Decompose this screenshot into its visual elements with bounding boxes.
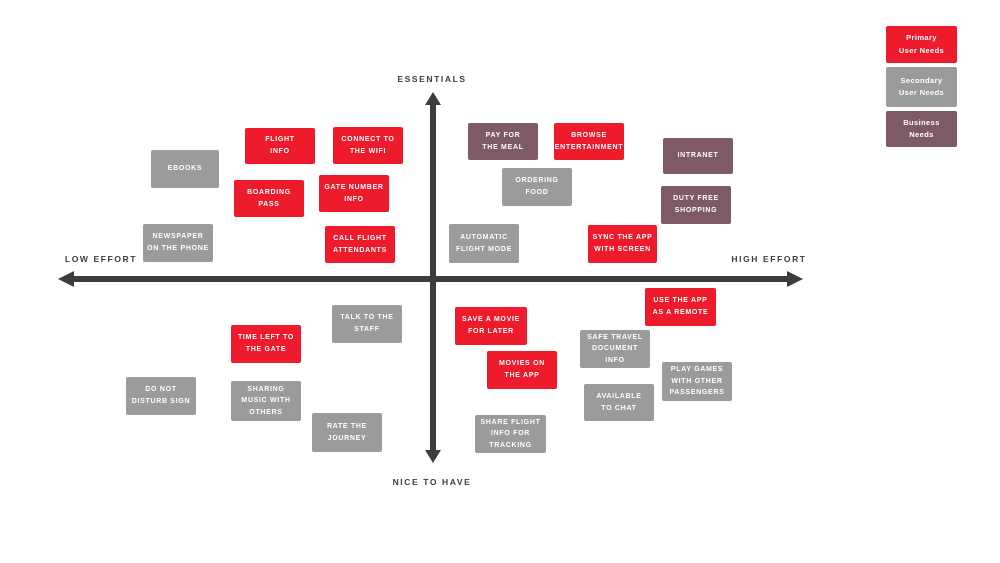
arrow-down-icon <box>425 450 441 463</box>
item-label: CALL FLIGHT ATTENDANTS <box>333 234 387 254</box>
item-label: RATE THE JOURNEY <box>326 422 368 442</box>
arrow-left-icon <box>58 271 74 287</box>
item-gate-number-info: GATE NUMBER INFO <box>319 175 389 212</box>
legend-label: Business Needs <box>903 117 940 139</box>
item-label: NEWSPAPER ON THE PHONE <box>147 233 209 252</box>
item-do-not-disturb-sign: DO NOT DISTURB SIGN <box>126 377 196 415</box>
legend-label: Primary User Needs <box>898 33 945 55</box>
legend-label: Secondary User Needs <box>898 75 945 97</box>
item-browse-entertainment: BROWSE ENTERTAINMENT <box>554 123 624 160</box>
item-label: CONNECT TO THE WIFI <box>341 135 395 155</box>
item-ebooks: EBOOKS <box>151 150 219 188</box>
item-label: BROWSE ENTERTAINMENT <box>554 131 624 151</box>
item-label: PLAY GAMES WITH OTHER PASSENGERS <box>669 366 725 397</box>
legend-primary-user-needs: Primary User Needs <box>886 26 957 63</box>
legend-business-needs: Business Needs <box>886 111 957 147</box>
item-label: SHARE FLIGHT INFO FOR TRACKING <box>480 418 541 449</box>
item-label: INTRANET <box>677 152 719 160</box>
item-play-games-with-other-passengers: PLAY GAMES WITH OTHER PASSENGERS <box>662 362 732 401</box>
item-automatic-flight-mode: AUTOMATIC FLIGHT MODE <box>449 224 519 263</box>
axis-label-high-effort: HIGH EFFORT <box>731 254 807 264</box>
item-ordering-food: ORDERING FOOD <box>502 168 572 206</box>
item-call-flight-attendants: CALL FLIGHT ATTENDANTS <box>325 226 395 263</box>
item-label: ORDERING FOOD <box>515 177 559 196</box>
item-label: SYNC THE APP WITH SCREEN <box>592 234 653 253</box>
item-boarding-pass: BOARDING PASS <box>234 180 304 217</box>
item-safe-travel-document-info: SAFE TRAVEL DOCUMENT INFO <box>580 330 650 368</box>
item-label: USE THE APP AS A REMOTE <box>652 297 709 316</box>
legend-secondary-user-needs: Secondary User Needs <box>886 67 957 107</box>
axis-label-low-effort: LOW EFFORT <box>64 254 138 264</box>
item-connect-to-the-wifi: CONNECT TO THE WIFI <box>333 127 403 164</box>
item-movies-on-the-app: MOVIES ON THE APP <box>487 351 557 389</box>
item-label: EBOOKS <box>167 165 203 173</box>
item-pay-for-the-meal: PAY FOR THE MEAL <box>468 123 538 160</box>
arrow-up-icon <box>425 92 441 105</box>
item-intranet: INTRANET <box>663 138 733 174</box>
item-sharing-music-with-others: SHARING MUSIC WITH OTHERS <box>231 381 301 421</box>
item-label: GATE NUMBER INFO <box>324 183 384 203</box>
item-use-the-app-as-a-remote: USE THE APP AS A REMOTE <box>645 288 716 326</box>
arrow-right-icon <box>787 271 803 287</box>
item-label: PAY FOR THE MEAL <box>482 131 524 151</box>
item-label: DUTY FREE SHOPPING <box>673 195 719 214</box>
item-label: BOARDING PASS <box>247 188 291 208</box>
item-label: AUTOMATIC FLIGHT MODE <box>456 233 512 253</box>
item-save-a-movie-for-later: SAVE A MOVIE FOR LATER <box>455 307 527 345</box>
item-label: TALK TO THE STAFF <box>340 314 394 333</box>
item-share-flight-info-for-tracking: SHARE FLIGHT INFO FOR TRACKING <box>475 415 546 453</box>
item-label: FLIGHT INFO <box>265 136 295 155</box>
horizontal-axis-line <box>73 276 787 282</box>
item-label: DO NOT DISTURB SIGN <box>131 386 191 405</box>
item-available-to-chat: AVAILABLE TO CHAT <box>584 384 654 421</box>
item-talk-to-the-staff: TALK TO THE STAFF <box>332 305 402 343</box>
item-duty-free-shopping: DUTY FREE SHOPPING <box>661 186 731 224</box>
item-flight-info: FLIGHT INFO <box>245 128 315 164</box>
item-label: SAFE TRAVEL DOCUMENT INFO <box>587 333 643 364</box>
item-label: TIME LEFT TO THE GATE <box>237 334 295 353</box>
axis-label-nice-to-have: NICE TO HAVE <box>392 477 472 487</box>
item-label: AVAILABLE TO CHAT <box>596 392 642 412</box>
item-rate-the-journey: RATE THE JOURNEY <box>312 413 382 452</box>
item-newspaper-on-the-phone: NEWSPAPER ON THE PHONE <box>143 224 213 262</box>
item-label: SAVE A MOVIE FOR LATER <box>462 316 520 335</box>
item-label: SHARING MUSIC WITH OTHERS <box>241 385 291 416</box>
item-sync-the-app-with-screen: SYNC THE APP WITH SCREEN <box>588 225 657 263</box>
item-time-left-to-the-gate: TIME LEFT TO THE GATE <box>231 325 301 363</box>
item-label: MOVIES ON THE APP <box>499 360 545 379</box>
axis-label-essentials: ESSENTIALS <box>397 74 467 84</box>
